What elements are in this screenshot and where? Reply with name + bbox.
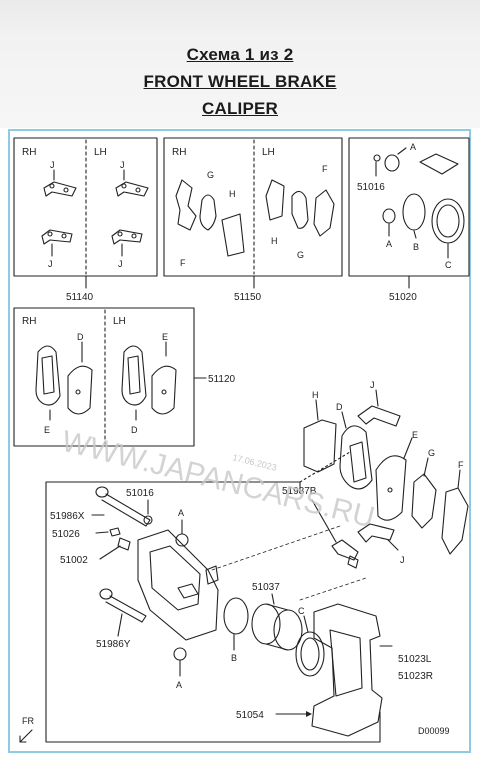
label-g-exploded: G (428, 448, 435, 458)
label-f-exploded: F (458, 460, 464, 470)
shims-lh-label: LH (262, 147, 275, 158)
pads-rh (35, 345, 93, 415)
clip-rh-upper (43, 181, 77, 197)
label-a-caliper-2: A (176, 680, 182, 690)
diagram-title-line1[interactable]: FRONT WHEEL BRAKE (143, 72, 337, 91)
pads-lh (121, 345, 177, 415)
dust-boot-c (431, 198, 465, 244)
group-51020[interactable]: 51020 (389, 292, 417, 303)
group-51120[interactable]: 51120 (208, 374, 236, 385)
piston-seal-b (402, 193, 426, 231)
label-e-pads-rh: E (44, 425, 50, 435)
label-f-lh: F (322, 164, 328, 174)
page-header: Схема 1 из 2 FRONT WHEEL BRAKE CALIPER (0, 0, 480, 128)
label-d-pads-rh: D (77, 332, 84, 342)
label-51987b[interactable]: 51987B (282, 486, 317, 497)
label-a-caliper-1: A (178, 508, 184, 518)
label-e-exploded: E (412, 430, 418, 440)
exploded-pads-group (303, 405, 469, 555)
bleeder-cap-a (373, 154, 381, 162)
clip-rh-lower (41, 229, 73, 245)
label-g-rh: G (207, 170, 214, 180)
label-d-exploded: D (336, 402, 343, 412)
boot-a-lower (382, 208, 396, 224)
label-e-pads-lh: E (162, 332, 168, 342)
clip-lh-upper (115, 181, 149, 197)
label-g-lh: G (297, 250, 304, 260)
kit-box (348, 137, 470, 277)
shims-rh-label: RH (172, 147, 186, 158)
label-51054[interactable]: 51054 (236, 710, 264, 721)
label-51986x[interactable]: 51986X (50, 511, 85, 522)
boot-a-upper (384, 154, 400, 172)
label-51026[interactable]: 51026 (52, 529, 80, 540)
bleeder-cap (109, 527, 121, 537)
label-j-1: J (50, 160, 55, 170)
label-b-kit: B (413, 242, 419, 252)
label-c-kit: C (445, 260, 452, 270)
label-51002[interactable]: 51002 (60, 555, 88, 566)
pin-boot-upper (143, 515, 153, 525)
guide-pin-lower (99, 588, 147, 623)
caliper-support-bracket (311, 603, 383, 737)
label-51037[interactable]: 51037 (252, 582, 280, 593)
piston-51037 (251, 603, 303, 651)
label-f-rh: F (180, 258, 186, 268)
shims-box (163, 137, 343, 277)
label-h-exploded: H (312, 390, 319, 400)
label-51016-kit[interactable]: 51016 (357, 182, 385, 193)
label-a-kit-2: A (386, 239, 392, 249)
label-j-3: J (120, 160, 125, 170)
diagram-title-line2[interactable]: CALIPER (201, 99, 279, 118)
guide-pin-upper (95, 486, 151, 527)
label-j-exploded-1: J (370, 380, 375, 390)
label-d-pads-lh: D (131, 425, 138, 435)
clip-lh-lower (111, 229, 143, 245)
shims-lh (265, 179, 335, 237)
label-a-kit-1: A (410, 142, 416, 152)
label-j-4: J (118, 259, 123, 269)
scheme-counter[interactable]: Схема 1 из 2 (186, 45, 294, 64)
label-j-exploded-2: J (400, 555, 405, 565)
clips-rh-label: RH (22, 147, 36, 158)
pads-rh-label: RH (22, 316, 36, 327)
pads-lh-label: LH (113, 316, 126, 327)
pads-box (13, 307, 195, 447)
drawing-code: D00099 (418, 726, 450, 736)
label-51986y[interactable]: 51986Y (96, 639, 131, 650)
group-51150[interactable]: 51150 (234, 292, 262, 303)
front-arrow-icon (19, 729, 33, 743)
bleeder-screw (331, 539, 359, 569)
front-marker: FR (22, 716, 34, 726)
diagram-frame (8, 129, 471, 753)
piston-seal-b-caliper (223, 597, 249, 635)
grease-packet (419, 153, 459, 175)
bleeder-valve (117, 537, 131, 551)
seal-kit (373, 153, 465, 244)
label-c-caliper: C (298, 606, 305, 616)
label-b-caliper: B (231, 653, 237, 663)
label-51023r[interactable]: 51023R (398, 671, 433, 682)
label-51023l[interactable]: 51023L (398, 654, 432, 665)
clips-lh-label: LH (94, 147, 107, 158)
shims-rh (175, 179, 245, 257)
label-j-2: J (48, 259, 53, 269)
label-h-rh: H (229, 189, 236, 199)
boot-a-caliper-lower (173, 647, 187, 661)
label-51016-caliper[interactable]: 51016 (126, 488, 154, 499)
dust-boot-c-caliper (295, 631, 325, 677)
watermark-text: WWW.JAPANCARS.RU (58, 425, 378, 535)
caliper-body (137, 529, 219, 641)
label-h-lh: H (271, 236, 278, 246)
group-51140[interactable]: 51140 (66, 292, 94, 303)
